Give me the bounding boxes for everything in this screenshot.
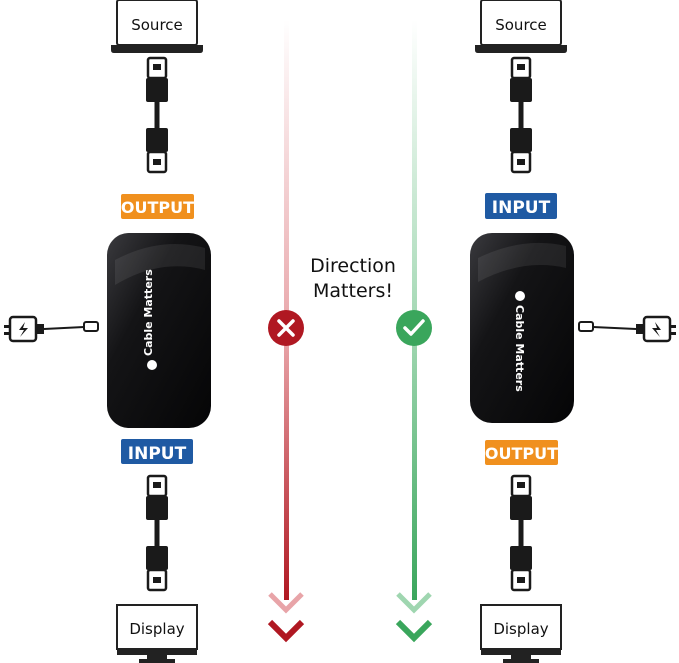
correct-direction-arrow xyxy=(395,20,433,643)
right-bottom-badge: OUTPUT xyxy=(485,440,558,465)
right-column: Source INPUT Cable Matters OUTPUT Displa… xyxy=(470,0,678,663)
left-top-badge: OUTPUT xyxy=(121,194,194,219)
left-source-label: Source xyxy=(131,16,183,34)
left-top-badge-label: OUTPUT xyxy=(121,198,194,217)
left-display-label: Display xyxy=(129,620,184,638)
caption-line-1: Direction xyxy=(310,255,396,277)
right-device: Cable Matters xyxy=(470,233,574,423)
usb-power-adapter-icon xyxy=(634,315,678,343)
cable-matters-logo-icon xyxy=(147,360,157,370)
check-circle-icon xyxy=(396,310,432,346)
left-display-monitor: Display xyxy=(116,604,198,663)
right-source-label: Source xyxy=(495,16,547,34)
cable-matters-logo-icon xyxy=(515,291,525,301)
x-circle-icon xyxy=(268,310,304,346)
right-display-monitor: Display xyxy=(480,604,562,663)
left-device: Cable Matters xyxy=(107,233,211,428)
displayport-cable-icon xyxy=(508,56,534,174)
right-display-label: Display xyxy=(493,620,548,638)
left-bottom-badge: INPUT xyxy=(121,439,193,464)
usb-power-adapter-icon xyxy=(2,315,46,343)
left-source-laptop: Source xyxy=(110,0,204,54)
left-column: Source OUTPUT Cable Matters INPUT Displa… xyxy=(2,0,211,663)
displayport-cable-icon xyxy=(508,474,534,592)
right-power xyxy=(578,315,678,343)
right-bottom-badge-label: OUTPUT xyxy=(485,444,558,463)
left-power xyxy=(2,315,99,343)
right-source-laptop: Source xyxy=(474,0,568,54)
right-top-badge: INPUT xyxy=(485,193,557,219)
wrong-direction-arrow xyxy=(267,20,305,643)
left-device-brand: Cable Matters xyxy=(142,269,155,356)
caption-line-2: Matters! xyxy=(313,280,393,302)
center-caption: Direction Matters! xyxy=(310,255,396,302)
displayport-cable-icon xyxy=(144,56,170,174)
right-top-badge-label: INPUT xyxy=(492,198,551,218)
left-bottom-badge-label: INPUT xyxy=(128,444,187,464)
displayport-cable-icon xyxy=(144,474,170,592)
right-device-brand: Cable Matters xyxy=(513,305,526,392)
